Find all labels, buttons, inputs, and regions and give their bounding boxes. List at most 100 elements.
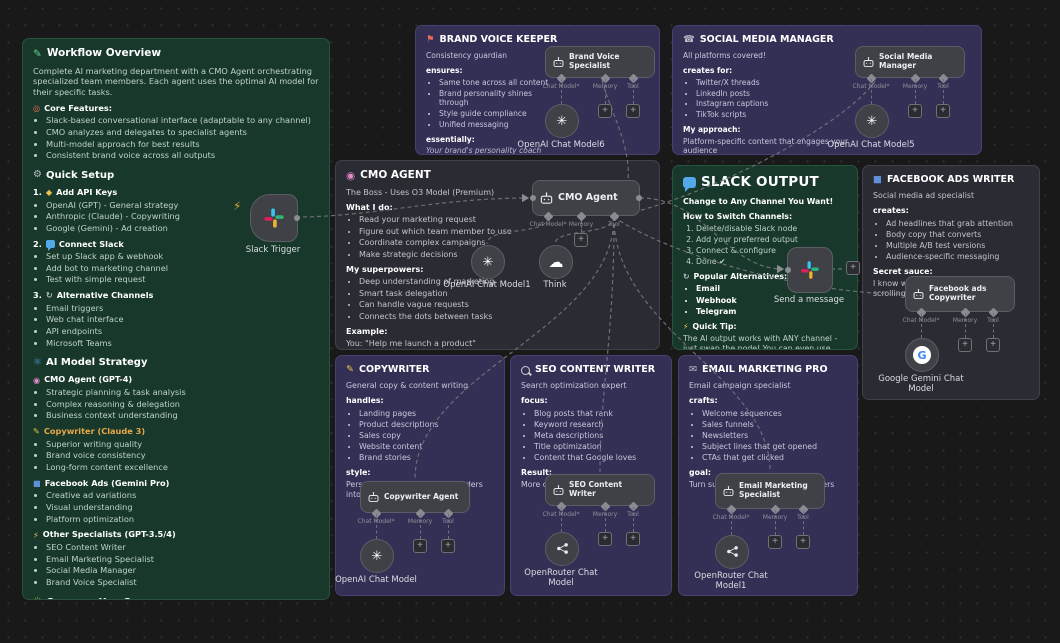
list-item: Style guide compliance: [439, 109, 561, 119]
think-node[interactable]: ☁: [539, 245, 573, 279]
refresh-icon: ↻: [683, 272, 690, 282]
use-cases-heading: ☼Common Use Cases: [33, 596, 319, 599]
social-media-manager-group: Social Media Manager Chat Model* Memory …: [827, 46, 965, 150]
add-memory-button[interactable]: +: [598, 532, 612, 546]
memory-port-label: Memory: [568, 221, 594, 228]
style-heading: style:: [346, 468, 371, 478]
openrouter-chat-model-node[interactable]: [545, 532, 579, 566]
handles-heading: handles:: [346, 396, 384, 406]
add-tool-button[interactable]: +: [441, 539, 455, 553]
robot-icon: [552, 56, 565, 69]
list-item: Complex reasoning & delegation: [46, 399, 319, 410]
robot-icon: ⚛: [33, 356, 42, 368]
model-connection: [561, 79, 562, 104]
openai-chat-model-node[interactable]: ✳: [360, 539, 394, 573]
memory-port-label: Memory: [592, 511, 618, 518]
group-others-list: SEO Content WriterEmail Marketing Specia…: [33, 542, 319, 588]
sticky-title-row: ✉EMAIL MARKETING PRO: [689, 364, 828, 376]
add-tool-button[interactable]: +: [796, 535, 810, 549]
google-gemini-chat-model-node[interactable]: G: [905, 338, 939, 372]
list-item: Brand voice consistency: [46, 450, 319, 461]
sub-node-label: OpenAI Chat Model: [335, 575, 417, 585]
tagline: The Boss - Uses O3 Model (Premium): [346, 187, 495, 197]
what-i-do-list: Read your marketing requestFigure out wh…: [346, 215, 551, 260]
step-3-heading: 3.↻Alternative Channels: [33, 290, 154, 301]
trigger-bolt-icon: ⚡: [233, 199, 242, 213]
chat-model-port-label: Chat Model*: [852, 83, 890, 90]
social-media-manager-node[interactable]: Social Media Manager: [855, 46, 965, 78]
add-tool-button[interactable]: +: [626, 532, 640, 546]
list-item: Brand Voice Specialist: [46, 577, 319, 588]
key-icon: ◆: [45, 187, 53, 198]
list-item: Website content: [359, 442, 494, 452]
list-item: Telegram: [696, 307, 847, 317]
output-port[interactable]: [294, 215, 300, 221]
sticky-social-media-manager[interactable]: ☎SOCIAL MEDIA MANAGER All platforms cove…: [672, 25, 982, 155]
slack-icon: [801, 261, 819, 279]
list-item: Strategic planning & task analysis: [46, 387, 319, 398]
openai-chat-model1-node[interactable]: ✳: [471, 245, 505, 279]
node-title: Email Marketing Specialist: [739, 481, 808, 499]
list-item: Subject lines that get opened: [702, 442, 847, 452]
tagline: General copy & content writing: [346, 381, 469, 391]
node-title: Copywriter Agent: [384, 491, 459, 501]
add-memory-button[interactable]: +: [958, 338, 972, 352]
slack-trigger-node[interactable]: [250, 194, 300, 242]
chat-model-port-label: Chat Model*: [357, 518, 395, 525]
brand-voice-specialist-node[interactable]: Brand Voice Specialist: [545, 46, 655, 78]
handles-list: Landing pagesProduct descriptionsSales c…: [346, 409, 494, 464]
seo-content-writer-node[interactable]: SEO Content Writer: [545, 474, 655, 506]
list-item: CMO analyzes and delegates to specialist…: [46, 127, 319, 138]
openai-chat-model5-node[interactable]: ✳: [855, 104, 889, 138]
creates-heading: creates:: [873, 206, 909, 216]
overview-intro: Complete AI marketing department with a …: [33, 65, 319, 97]
openai-chat-model6-node[interactable]: ✳: [545, 104, 579, 138]
add-memory-button[interactable]: +: [598, 104, 612, 118]
list-item: Meta descriptions: [534, 431, 661, 441]
example-heading: Example:: [346, 326, 388, 336]
approach-heading: My approach:: [683, 124, 741, 134]
add-memory-button[interactable]: +: [768, 535, 782, 549]
output-port[interactable]: [636, 195, 642, 201]
add-memory-button[interactable]: +: [413, 539, 427, 553]
quick-setup-heading: ⚙Quick Setup: [33, 169, 115, 181]
add-memory-button[interactable]: +: [908, 104, 922, 118]
crafts-heading: crafts:: [689, 396, 718, 406]
robot-icon: [367, 491, 380, 504]
creates-list: Ad headlines that grab attentionBody cop…: [873, 219, 1029, 263]
sub-node-label: OpenAI Chat Model6: [517, 140, 605, 150]
slack-icon: [264, 208, 284, 228]
bolt-icon: ⚡: [33, 529, 39, 540]
facebook-book-icon: ■: [33, 477, 41, 488]
step-3-list: Email triggersWeb chat interfaceAPI endp…: [33, 303, 319, 349]
sticky-title-row: ◉CMO AGENT: [346, 169, 431, 182]
add-memory-button[interactable]: +: [574, 233, 588, 247]
list-item: Anthropic (Claude) - Copywriting: [46, 211, 319, 222]
send-message-node[interactable]: [785, 247, 833, 293]
sticky-brand-voice-keeper[interactable]: ⚑BRAND VOICE KEEPER Consistency guardian…: [415, 25, 660, 155]
node-title: SEO Content Writer: [569, 480, 623, 498]
add-node-button[interactable]: +: [846, 261, 860, 275]
list-item: Add your preferred output: [696, 235, 847, 245]
list-item: SEO Content Writer: [46, 542, 319, 553]
copywriter-agent-node[interactable]: Copywriter Agent: [360, 481, 470, 513]
input-port[interactable]: [530, 195, 536, 201]
list-item: Email Marketing Specialist: [46, 554, 319, 565]
ensures-list: Same tone across all contentBrand person…: [426, 78, 561, 130]
openrouter-chat-model1-node[interactable]: [715, 535, 749, 569]
sticky-title-row: ⚑BRAND VOICE KEEPER: [426, 34, 558, 46]
facebook-ads-copywriter-node[interactable]: Facebook ads Copywriter: [905, 276, 1015, 312]
essentially-heading: essentially:: [426, 134, 475, 144]
add-tool-button[interactable]: +: [936, 104, 950, 118]
group-facebook-heading: ■Facebook Ads (Gemini Pro): [33, 477, 170, 488]
sticky-workflow-overview[interactable]: ✎Workflow Overview Complete AI marketing…: [22, 38, 330, 600]
port-stub: [943, 79, 944, 104]
list-item: API endpoints: [46, 326, 319, 337]
input-port[interactable]: [785, 267, 791, 273]
add-tool-button[interactable]: +: [626, 104, 640, 118]
list-item: OpenAI (GPT) - General strategy: [46, 200, 319, 211]
add-tool-button[interactable]: +: [986, 338, 1000, 352]
list-item: Instagram captions: [696, 99, 858, 109]
email-marketing-specialist-node[interactable]: Email Marketing Specialist: [715, 473, 825, 509]
